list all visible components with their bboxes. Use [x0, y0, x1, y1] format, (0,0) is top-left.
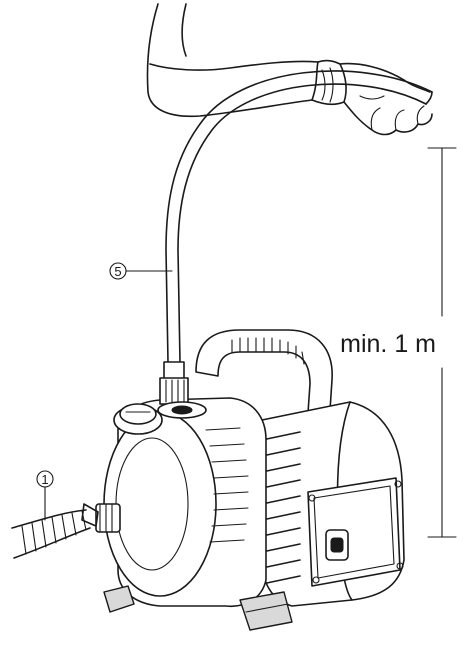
power-switch [325, 529, 349, 561]
arm-illustration [146, 3, 433, 136]
handle-grip [231, 337, 305, 365]
filler-cap [113, 403, 163, 435]
pressure-hose [165, 70, 433, 363]
garden-pump [81, 329, 405, 631]
pressure-outlet-connector [157, 361, 207, 419]
switch-panel [307, 477, 401, 587]
callout-1-number: 1 [41, 472, 48, 487]
suction-inlet-connector [81, 503, 121, 533]
dimension-label: min. 1 m [340, 330, 436, 358]
cooling-ribs [261, 431, 301, 585]
suction-hose [11, 509, 91, 559]
callout-5-number: 5 [114, 264, 121, 279]
height-dimension: min. 1 m [340, 147, 457, 538]
rear-foot [239, 591, 293, 631]
callout-5: 5 [109, 262, 173, 280]
callout-1: 1 [36, 470, 54, 521]
front-foot [103, 585, 135, 613]
